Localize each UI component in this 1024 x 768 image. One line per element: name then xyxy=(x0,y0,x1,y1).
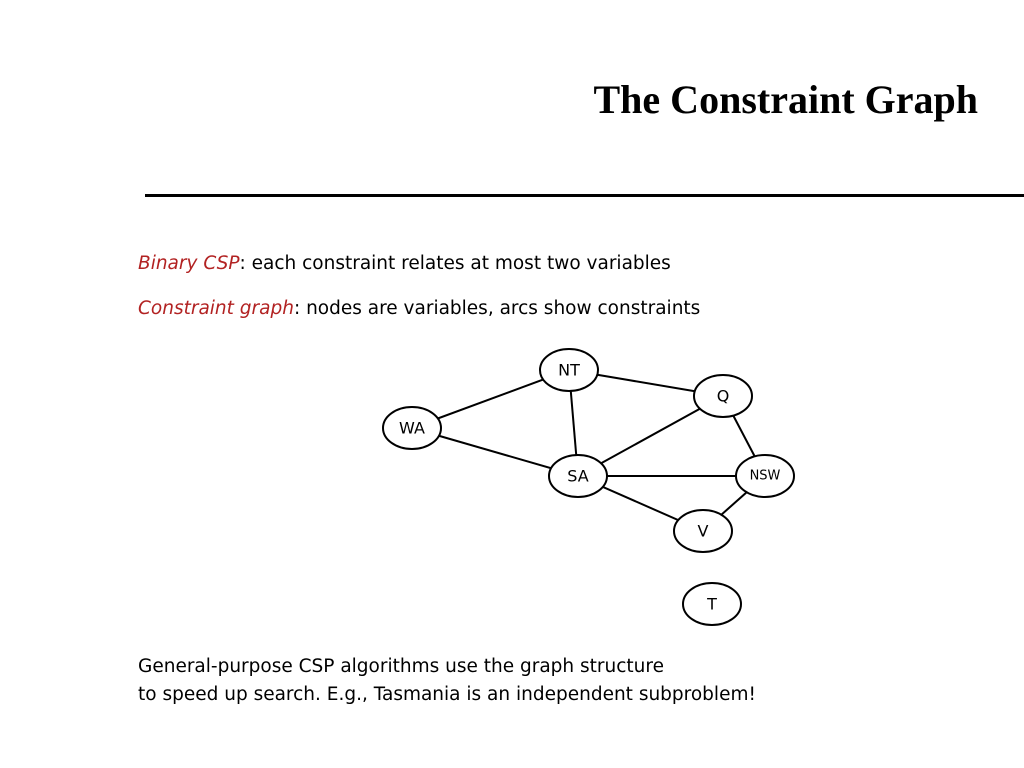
node-circle xyxy=(548,454,608,498)
page-title: The Constraint Graph xyxy=(593,77,979,122)
node-label: NT xyxy=(558,361,580,380)
node-q: Q xyxy=(693,374,753,418)
node-circle xyxy=(693,374,753,418)
node-label: Q xyxy=(717,387,730,406)
node-nsw: NSW xyxy=(735,454,795,498)
graph-nodes: WA NT Q SA NSW V T xyxy=(382,348,795,626)
definition-term: Binary CSP xyxy=(138,253,240,274)
node-circle xyxy=(673,509,733,553)
footer-line-1: General-purpose CSP algorithms use the g… xyxy=(138,656,664,677)
definition-binary-csp: Binary CSP: each constraint relates at m… xyxy=(138,251,671,277)
node-t: T xyxy=(682,582,742,626)
node-sa: SA xyxy=(548,454,608,498)
node-label: T xyxy=(706,595,717,614)
node-wa: WA xyxy=(382,406,442,450)
title-underline xyxy=(145,194,1024,197)
definition-text: : each constraint relates at most two va… xyxy=(239,253,671,274)
node-circle xyxy=(682,582,742,626)
footer-line-2: to speed up search. E.g., Tasmania is an… xyxy=(138,684,756,705)
node-label: SA xyxy=(567,467,588,486)
node-v: V xyxy=(673,509,733,553)
node-label: WA xyxy=(399,419,425,438)
node-label: NSW xyxy=(750,469,781,484)
definition-term: Constraint graph xyxy=(138,298,294,319)
node-circle xyxy=(539,348,599,392)
node-circle xyxy=(382,406,442,450)
edge-sa-q xyxy=(577,395,724,477)
node-circle xyxy=(735,454,795,498)
node-label: V xyxy=(698,522,709,541)
definition-constraint-graph: Constraint graph: nodes are variables, a… xyxy=(138,296,700,322)
definition-text: : nodes are variables, arcs show constra… xyxy=(293,298,701,319)
node-nt: NT xyxy=(539,348,599,392)
